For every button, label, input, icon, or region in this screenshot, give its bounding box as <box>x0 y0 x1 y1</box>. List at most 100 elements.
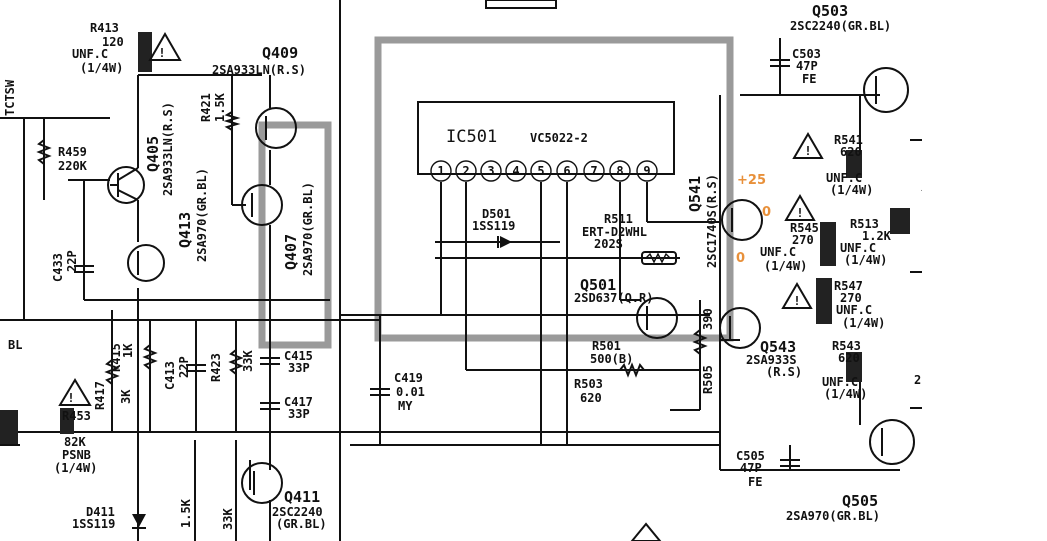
svg-text:R423: R423 <box>209 353 223 382</box>
left-components: ! ! <box>0 31 280 529</box>
svg-text:2SD637(Q.R): 2SD637(Q.R) <box>574 291 653 305</box>
right-labels: Q503 2SC2240(GR.BL) C503 47P FE Q541 2SC… <box>686 2 921 523</box>
svg-text:R459: R459 <box>58 145 87 159</box>
svg-text:2SA970(GR.BL): 2SA970(GR.BL) <box>786 509 880 523</box>
svg-text:270: 270 <box>792 233 814 247</box>
svg-text:R505: R505 <box>701 365 715 394</box>
resistor-r547 <box>816 278 832 324</box>
thermistor-r511 <box>641 251 677 265</box>
svg-text:47P: 47P <box>740 461 762 475</box>
svg-text:R413: R413 <box>90 21 119 35</box>
svg-text:Q405: Q405 <box>144 136 162 172</box>
svg-text:2: 2 <box>914 373 921 387</box>
svg-text:UNF.C: UNF.C <box>840 241 876 255</box>
svg-text:120: 120 <box>102 35 124 49</box>
transistor-q413 <box>127 244 165 282</box>
svg-text:8: 8 <box>616 164 623 178</box>
svg-text:82K: 82K <box>64 435 86 449</box>
resistor-r541 <box>846 150 862 178</box>
svg-text:UNF.C: UNF.C <box>822 375 858 389</box>
transistor-q503 <box>863 67 909 113</box>
svg-text:PSNB: PSNB <box>62 448 91 462</box>
resistor-r505 <box>692 329 708 355</box>
svg-text:C433: C433 <box>51 253 65 282</box>
transistor-q407 <box>241 184 283 226</box>
svg-text:Q543: Q543 <box>760 338 796 356</box>
svg-text:1SS119: 1SS119 <box>72 517 115 531</box>
svg-text:UNF.C: UNF.C <box>836 303 872 317</box>
svg-text:3: 3 <box>487 164 494 178</box>
resistor-r415 <box>142 344 158 370</box>
svg-text:1.5K: 1.5K <box>213 92 227 122</box>
left-labels: R413 120 UNF.C (1/4W) TCTSW R459 220K Q4… <box>3 21 327 531</box>
resistor-r453 <box>60 408 74 434</box>
svg-text:R417: R417 <box>93 381 107 410</box>
svg-text:Q505: Q505 <box>842 492 878 510</box>
svg-text:33K: 33K <box>241 350 255 372</box>
svg-text:22P: 22P <box>177 356 191 378</box>
svg-text:C505: C505 <box>736 449 765 463</box>
right-components: ! ! ! ! <box>630 0 1047 541</box>
svg-text:1.5K: 1.5K <box>179 498 193 528</box>
svg-text:Q541: Q541 <box>686 176 704 212</box>
resistor-r421 <box>223 111 241 131</box>
svg-text:D411: D411 <box>86 505 115 519</box>
svg-text:1K: 1K <box>121 343 135 358</box>
ic501-pins: 1 2 3 4 5 6 7 8 9 <box>430 160 658 182</box>
svg-text:Q407: Q407 <box>282 234 300 270</box>
svg-text:!: ! <box>804 144 811 158</box>
svg-text:R513: R513 <box>850 217 879 231</box>
svg-text:!: ! <box>67 391 74 405</box>
ic-pin-7 <box>583 160 605 182</box>
ic501-block <box>341 38 900 471</box>
warning-icon <box>630 522 662 541</box>
svg-text:UNF.C: UNF.C <box>826 171 862 185</box>
center-components <box>370 236 708 396</box>
ic-pin-6 <box>556 160 578 182</box>
svg-text:Q411: Q411 <box>284 488 320 506</box>
svg-text:!: ! <box>793 294 800 308</box>
resistor-r543 <box>846 352 862 382</box>
warning-icon <box>792 132 824 159</box>
svg-text:2SC1740S(R.S): 2SC1740S(R.S) <box>705 174 719 268</box>
ic-pin-2 <box>455 160 477 182</box>
svg-text:47P: 47P <box>796 59 818 73</box>
svg-text:R545: R545 <box>790 221 819 235</box>
ic-ref: IC501 <box>446 127 497 147</box>
svg-text:5: 5 <box>537 164 544 178</box>
svg-text:Q413: Q413 <box>176 212 194 248</box>
svg-text:(GR.BL): (GR.BL) <box>276 517 327 531</box>
svg-text:MY: MY <box>398 399 413 413</box>
svg-text:(1/4W): (1/4W) <box>764 259 807 273</box>
center-labels: IC501 VC5022-2 D501 1SS119 R511 ERT-D2WH… <box>394 127 715 413</box>
svg-text:Q409: Q409 <box>262 44 298 62</box>
transistor-q543 <box>719 307 761 349</box>
left-transistors <box>107 107 297 504</box>
svg-text:4: 4 <box>512 164 519 178</box>
ic-pin-9 <box>636 160 658 182</box>
frame-lines <box>0 0 720 541</box>
warning-icon <box>781 282 813 309</box>
svg-text:C413: C413 <box>163 361 177 390</box>
svg-text:R421: R421 <box>199 93 213 122</box>
ic-part: VC5022-2 <box>530 131 588 145</box>
svg-text:1: 1 <box>437 164 444 178</box>
left-section-wiring <box>0 74 380 541</box>
svg-text:7: 7 <box>590 164 597 178</box>
svg-text:6: 6 <box>563 164 570 178</box>
svg-text:UNF.C: UNF.C <box>760 245 796 259</box>
transistor-q411 <box>241 462 283 504</box>
svg-text:D501: D501 <box>482 207 511 221</box>
warning-icon <box>784 194 816 221</box>
resistor-r413 <box>138 32 152 72</box>
svg-text:1.2K: 1.2K <box>862 229 892 243</box>
transistor-q405 <box>107 166 145 204</box>
svg-text:(1/4W): (1/4W) <box>842 316 885 330</box>
svg-text:33P: 33P <box>288 407 310 421</box>
ic-pin-8 <box>609 160 631 182</box>
svg-text:270: 270 <box>840 291 862 305</box>
svg-text:Q501: Q501 <box>580 276 616 294</box>
svg-text:R415: R415 <box>109 343 123 372</box>
svg-text:C415: C415 <box>284 349 313 363</box>
